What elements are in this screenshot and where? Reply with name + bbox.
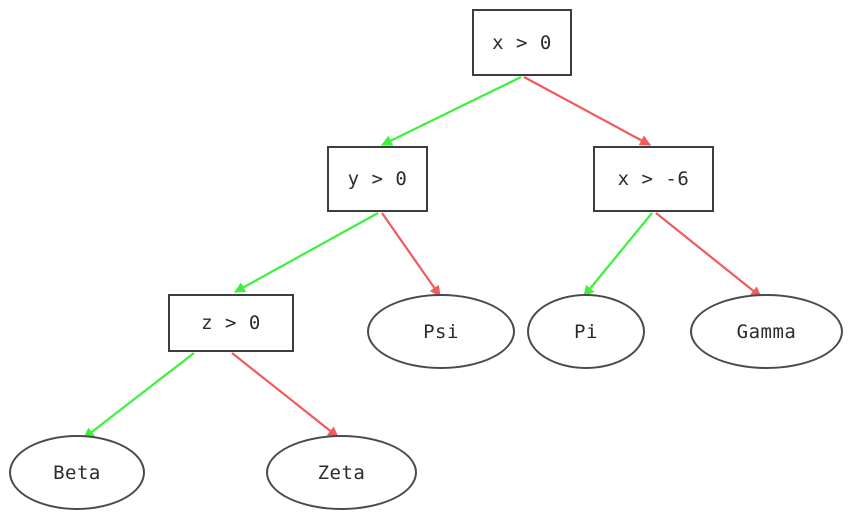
tree-node-y0[interactable]: y > 0 (327, 146, 428, 212)
tree-node-label: Psi (423, 320, 459, 343)
tree-node-root[interactable]: x > 0 (472, 9, 572, 76)
tree-node-label: Zeta (317, 461, 366, 484)
tree-node-pi[interactable]: Pi (527, 294, 645, 369)
tree-node-label: x > -6 (617, 168, 690, 190)
tree-node-label: y > 0 (347, 168, 408, 190)
tree-edge-xm6-pi (583, 212, 653, 297)
tree-edge-y0-z0 (234, 212, 379, 293)
tree-edge-y0-psi (381, 212, 441, 297)
tree-node-label: x > 0 (492, 31, 552, 54)
tree-node-label: Pi (574, 320, 598, 343)
tree-edge-z0-beta (83, 352, 195, 439)
tree-node-label: z > 0 (201, 312, 261, 334)
tree-node-xm6[interactable]: x > -6 (593, 146, 714, 212)
tree-node-psi[interactable]: Psi (367, 294, 515, 369)
tree-edge-z0-zeta (231, 352, 339, 438)
tree-node-label: Gamma (736, 320, 797, 343)
tree-node-z0[interactable]: z > 0 (168, 294, 294, 352)
tree-edge-root-xm6 (523, 76, 651, 146)
tree-edge-xm6-gamma (655, 212, 762, 298)
tree-node-beta[interactable]: Beta (9, 435, 145, 510)
tree-node-label: Beta (53, 461, 101, 484)
tree-node-gamma[interactable]: Gamma (690, 294, 843, 369)
tree-edge-root-y0 (381, 76, 522, 146)
tree-node-zeta[interactable]: Zeta (266, 435, 417, 510)
